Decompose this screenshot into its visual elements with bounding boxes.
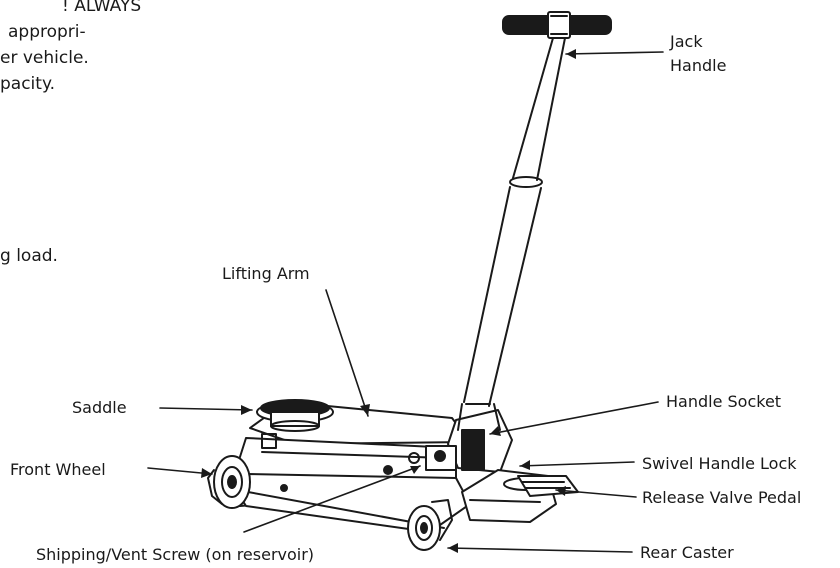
label-front-wheel: Front Wheel bbox=[10, 460, 106, 479]
rear-caster-part bbox=[407, 499, 453, 551]
jack-handle-lower-tube bbox=[463, 186, 542, 407]
intro-text-trailing: g load. bbox=[0, 246, 58, 266]
handle-socket-assembly bbox=[408, 403, 513, 473]
label-release-valve-pedal: Release Valve Pedal bbox=[642, 488, 802, 507]
jack-handle-grip bbox=[502, 11, 612, 39]
leader-rear-caster bbox=[447, 547, 633, 553]
leader-release-valve-pedal bbox=[555, 489, 637, 498]
leader-arrowheads bbox=[201, 49, 576, 553]
leader-swivel-handle-lock bbox=[519, 461, 635, 467]
label-saddle: Saddle bbox=[72, 398, 127, 417]
leader-jack-handle bbox=[565, 51, 664, 55]
leader-front-wheel bbox=[147, 467, 213, 475]
label-swivel-handle-lock: Swivel Handle Lock bbox=[642, 454, 797, 473]
label-shipping-vent-screw: Shipping/Vent Screw (on reservoir) bbox=[36, 545, 315, 564]
label-jack-handle-line-2: Handle bbox=[670, 56, 727, 75]
label-handle-socket: Handle Socket bbox=[666, 392, 782, 411]
leader-lifting-arm bbox=[325, 289, 369, 417]
leader-saddle bbox=[159, 407, 253, 411]
jack-handle-upper-tube bbox=[512, 37, 566, 181]
handle-collar bbox=[509, 176, 543, 188]
saddle-part bbox=[256, 399, 334, 432]
label-lifting-arm: Lifting Arm bbox=[222, 264, 310, 283]
front-wheel-part bbox=[207, 455, 251, 509]
leader-lines bbox=[147, 51, 664, 553]
leader-handle-socket bbox=[489, 401, 659, 435]
intro-text-line-2: appropri- bbox=[8, 22, 86, 42]
label-jack-handle-line-1: Jack bbox=[670, 32, 703, 51]
leader-shipping-vent-screw bbox=[243, 465, 421, 533]
label-rear-caster: Rear Caster bbox=[640, 543, 734, 562]
intro-text-line-1: ! ALWAYS bbox=[62, 0, 142, 16]
intro-text-line-3: er vehicle. bbox=[0, 48, 89, 68]
intro-text-line-4: pacity. bbox=[0, 74, 55, 94]
